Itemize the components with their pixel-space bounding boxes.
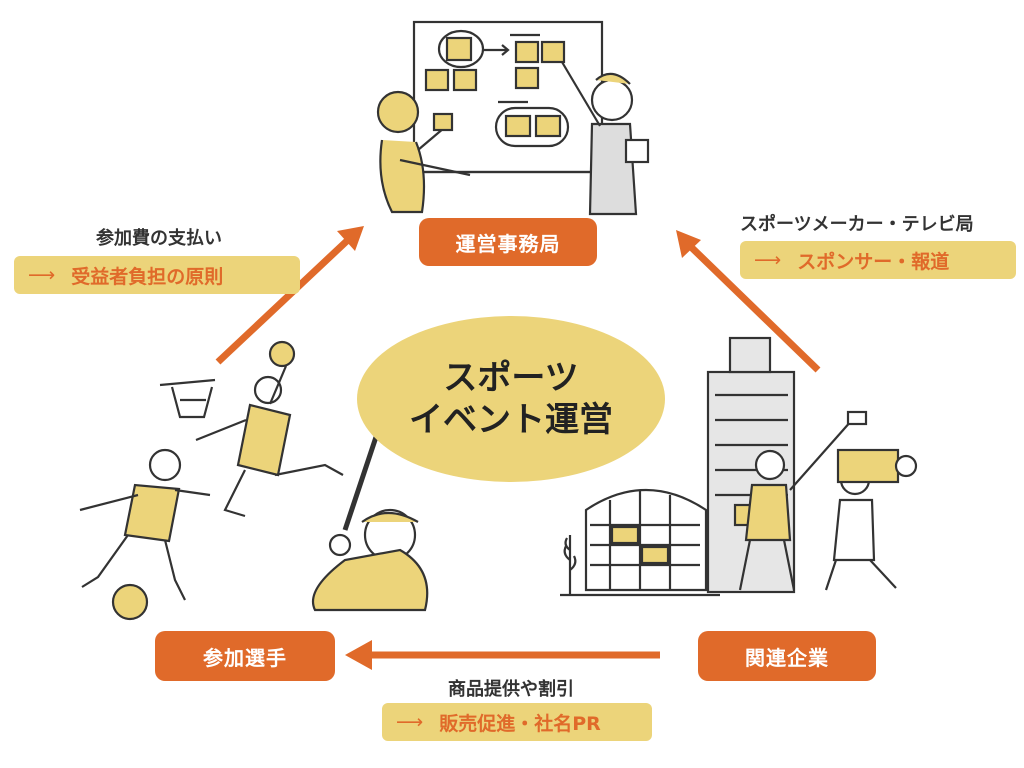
flow-pill-fee-label: 受益者負担の原則 [71, 265, 224, 288]
arrow-right-to-left [345, 640, 660, 670]
flow-caption-products: 商品提供や割引 [448, 679, 574, 700]
node-secretariat: 運営事務局 [419, 218, 597, 266]
center-title-line1: スポーツ [443, 357, 579, 398]
center-topic: スポーツ イベント運営 [357, 316, 665, 482]
flow-pill-products-label: 販売促進・社名PR [439, 712, 601, 735]
center-title-line2: イベント運営 [409, 400, 613, 440]
flow-pill-sponsors: ⟶ スポンサー・報道 [740, 241, 1016, 279]
arrow-right-to-top [676, 230, 821, 373]
flow-pill-sponsors-label: スポンサー・報道 [797, 250, 950, 273]
long-arrow-icon: ⟶ [396, 711, 424, 733]
companies-illustration [560, 336, 918, 597]
flow-pill-fee: ⟶ 受益者負担の原則 [14, 256, 300, 294]
long-arrow-icon: ⟶ [754, 249, 782, 271]
athletes-illustration [79, 340, 429, 621]
arrow-left-to-top [215, 226, 364, 365]
node-athletes: 参加選手 [155, 631, 335, 681]
long-arrow-icon: ⟶ [28, 264, 56, 286]
meeting-illustration [376, 20, 650, 216]
node-companies: 関連企業 [698, 631, 876, 681]
flow-caption-sponsors: スポーツメーカー・テレビ局 [740, 214, 974, 235]
flow-caption-fee: 参加費の支払い [96, 228, 222, 249]
flow-pill-products: ⟶ 販売促進・社名PR [382, 703, 652, 741]
